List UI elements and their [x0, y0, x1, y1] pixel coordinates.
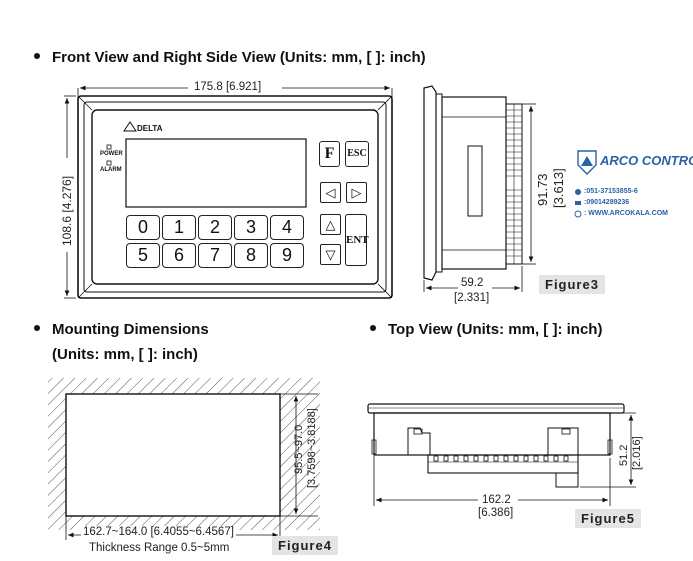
key-5: 5: [126, 243, 160, 268]
watermark-site: : WWW.ARCOKALA.COM: [584, 210, 668, 217]
thickness-range: Thickness Range 0.5~5mm: [89, 542, 230, 554]
top-view: [367, 403, 636, 506]
mounting-units-heading: (Units: mm, [ ]: inch): [52, 346, 198, 363]
arrow-right-icon: ▷: [346, 182, 367, 203]
arrow-left-icon: ◁: [320, 182, 341, 203]
watermark-brand: ARCO CONTROL: [600, 153, 693, 168]
key-9: 9: [270, 243, 304, 268]
side-depth-dimension-mm: 59.2: [461, 277, 484, 289]
alarm-label: ALARM: [100, 167, 122, 173]
side-depth-dimension-in: [2.331]: [454, 292, 490, 304]
front-view-heading: Front View and Right Side View (Units: m…: [34, 49, 426, 66]
key-6: 6: [162, 243, 196, 268]
watermark-phone2: :09014289236: [584, 199, 630, 206]
brand-label: DELTA: [137, 124, 163, 133]
arrow-up-icon: △: [320, 214, 341, 235]
top-width-dimension-mm: 162.2: [482, 494, 511, 506]
esc-key: ESC: [345, 141, 369, 167]
key-3: 3: [234, 215, 268, 240]
key-0: 0: [126, 215, 160, 240]
side-view: [423, 85, 536, 292]
figure5-label: Figure5: [575, 509, 641, 528]
key-7: 7: [198, 243, 232, 268]
arco-logo-icon: [574, 150, 597, 218]
power-label: POWER: [100, 151, 123, 157]
mounting-height-dimension-mm: 95.5~97.0: [293, 424, 305, 474]
f-key: F: [319, 141, 340, 167]
side-height-dimension-in: [3.613]: [551, 168, 566, 208]
front-height-dimension: 108.6 [4.276]: [60, 173, 74, 248]
mounting-height-dimension-in: [3.7598~3.8188]: [306, 408, 318, 488]
arrow-down-icon: ▽: [320, 244, 341, 265]
key-8: 8: [234, 243, 268, 268]
key-4: 4: [270, 215, 304, 240]
side-height-dimension-mm: 91.73: [535, 173, 550, 206]
bullet-icon: [370, 325, 376, 332]
connector-pins: [506, 109, 522, 257]
figure3-label: Figure3: [539, 275, 605, 294]
terminal-pins: [433, 455, 569, 462]
bullet-icon: [34, 325, 40, 332]
mounting-width-dimension: 162.7~164.0 [6.4055~6.4567]: [81, 526, 236, 538]
watermark-phone1: :051-37153855-6: [584, 188, 638, 195]
key-2: 2: [198, 215, 232, 240]
mounting-cutout: [48, 378, 320, 540]
ent-key: ENT: [345, 214, 369, 266]
top-view-heading: Top View (Units: mm, [ ]: inch): [370, 321, 602, 338]
top-height-dimension-in: [2.016]: [631, 436, 643, 470]
front-view: [64, 85, 393, 299]
top-width-dimension-in: [6.386]: [478, 507, 514, 519]
bullet-icon: [34, 53, 40, 60]
top-height-dimension-mm: 51.2: [618, 444, 630, 466]
figure4-label: Figure4: [272, 536, 338, 555]
mounting-heading: Mounting Dimensions: [34, 321, 209, 338]
front-width-dimension: 175.8 [6.921]: [192, 81, 264, 93]
key-1: 1: [162, 215, 196, 240]
